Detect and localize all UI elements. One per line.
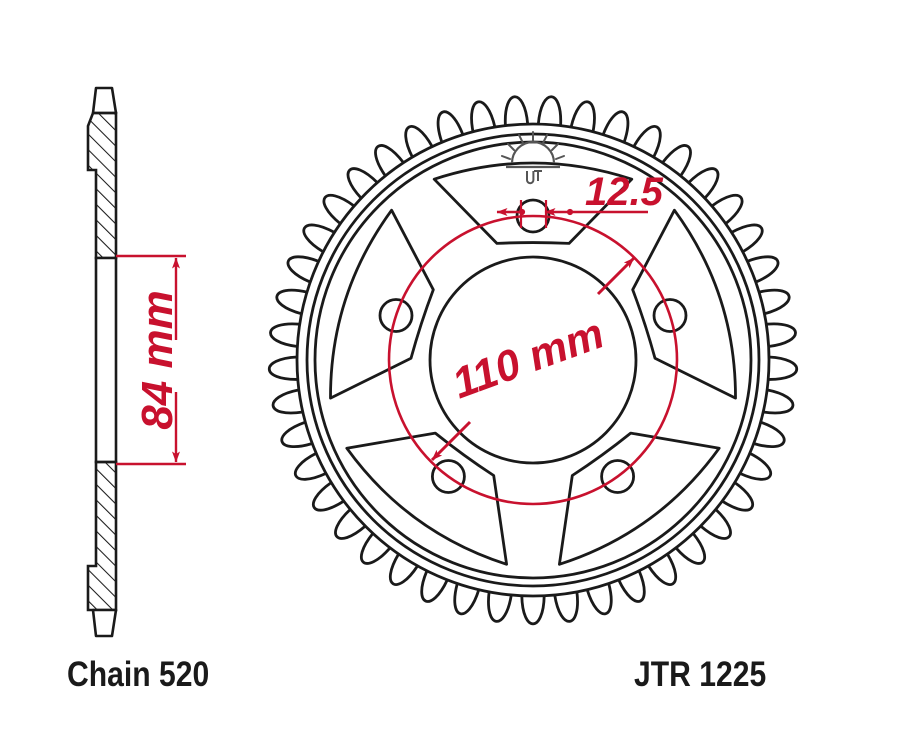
dimension-84mm: 84 mm bbox=[116, 254, 186, 466]
dimension-110mm-arrow-lower bbox=[430, 420, 472, 462]
web-cutout bbox=[329, 208, 435, 400]
centre-bore bbox=[428, 255, 638, 465]
side-section-outline-top bbox=[86, 111, 118, 260]
side-section-hatch-bottom bbox=[88, 462, 116, 610]
dimension-84mm-label: 84 mm bbox=[133, 290, 182, 429]
side-tooth-tip-bottom bbox=[91, 608, 118, 638]
teeth-group bbox=[267, 95, 799, 626]
bolt-holes-group bbox=[378, 198, 688, 494]
tooth-profile bbox=[267, 95, 799, 626]
side-tooth-tip-top bbox=[91, 86, 118, 115]
side-web-middle bbox=[94, 256, 118, 464]
dimension-110mm-arrow-upper bbox=[596, 256, 636, 296]
teeth-root-circle bbox=[295, 122, 771, 598]
bolt-circle-110 bbox=[387, 214, 679, 506]
side-section-outline-bottom bbox=[86, 460, 118, 612]
web-cutout bbox=[631, 208, 737, 400]
web-cutout bbox=[345, 431, 508, 566]
jt-monogram-icon bbox=[526, 170, 542, 185]
side-section-hatch-top bbox=[88, 113, 116, 258]
sunburst-rays-icon bbox=[501, 131, 565, 160]
sprocket-face-view bbox=[267, 95, 799, 626]
dimension-12-5: 12.5 bbox=[496, 170, 664, 228]
jt-sunrise-logo bbox=[501, 131, 565, 185]
dimension-12-5-label: 12.5 bbox=[585, 170, 664, 214]
sprocket-side-profile bbox=[86, 86, 118, 638]
web-cutout bbox=[558, 431, 721, 566]
